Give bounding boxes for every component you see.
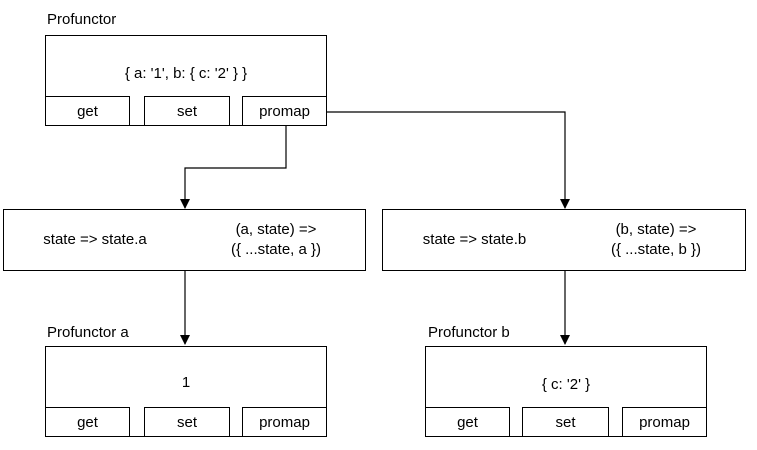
lens-a-setter: (a, state) => ({ ...state, a }) bbox=[186, 210, 366, 270]
profunctor-b-set-button[interactable]: set bbox=[522, 407, 609, 437]
profunctor-b-box: { c: '2' } get set promap bbox=[425, 346, 707, 437]
root-promap-button[interactable]: promap bbox=[242, 96, 327, 126]
profunctor-a-box: 1 get set promap bbox=[45, 346, 327, 437]
profunctor-b-promap-button[interactable]: promap bbox=[622, 407, 707, 437]
arrow-promap-to-lens-a bbox=[180, 126, 287, 209]
root-get-button[interactable]: get bbox=[45, 96, 130, 126]
lens-a-getter: state => state.a bbox=[43, 231, 147, 248]
profunctor-a-set-button[interactable]: set bbox=[144, 407, 230, 437]
root-profunctor-value: { a: '1', b: { c: '2' } } bbox=[124, 65, 248, 82]
lens-a-setter-line1: (a, state) => bbox=[235, 221, 317, 238]
lens-b-box: state => state.b (b, state) => ({ ...sta… bbox=[382, 209, 746, 271]
lens-b-setter-line1: (b, state) => bbox=[615, 221, 697, 238]
lens-a-box: state => state.a (a, state) => ({ ...sta… bbox=[3, 209, 366, 271]
profunctor-b-title: Profunctor b bbox=[428, 324, 510, 341]
root-profunctor-title: Profunctor bbox=[47, 11, 117, 28]
lens-b-setter-line2: ({ ...state, b }) bbox=[610, 241, 702, 258]
profunctor-b-value: { c: '2' } bbox=[541, 376, 591, 393]
arrow-promap-to-lens-b bbox=[327, 111, 570, 209]
lens-b-setter: (b, state) => ({ ...state, b }) bbox=[566, 210, 746, 270]
lens-a-setter-line2: ({ ...state, a }) bbox=[230, 241, 322, 258]
lens-b-getter: state => state.b bbox=[422, 231, 527, 248]
root-profunctor-box: { a: '1', b: { c: '2' } } get set promap bbox=[45, 35, 327, 126]
profunctor-b-get-button[interactable]: get bbox=[425, 407, 510, 437]
profunctor-a-value: 1 bbox=[181, 374, 191, 391]
profunctor-a-get-button[interactable]: get bbox=[45, 407, 130, 437]
root-set-button[interactable]: set bbox=[144, 96, 230, 126]
profunctor-a-promap-button[interactable]: promap bbox=[242, 407, 327, 437]
profunctor-a-title: Profunctor a bbox=[47, 324, 129, 341]
